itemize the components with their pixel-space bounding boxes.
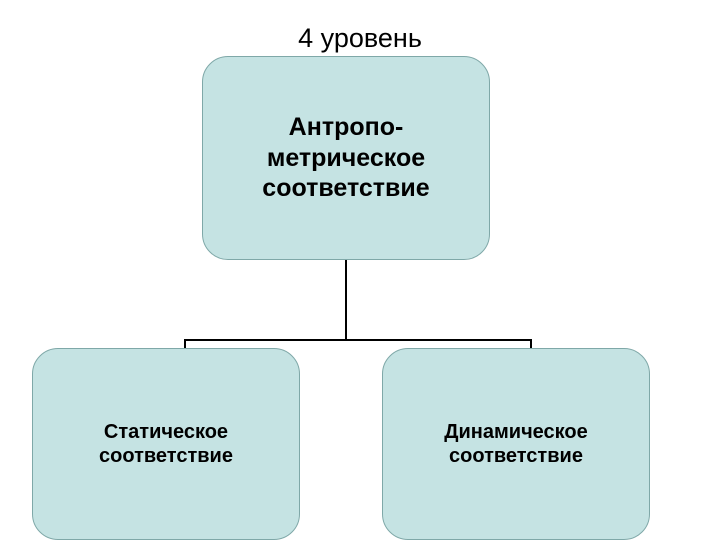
diagram-node-static[interactable]: Статическое соответствие xyxy=(32,348,300,540)
diagram-node-dynamic[interactable]: Динамическое соответствие xyxy=(382,348,650,540)
page-title: 4 уровень xyxy=(298,23,422,53)
connector-right-branch xyxy=(530,339,532,350)
connector-horizontal-bar xyxy=(184,339,532,341)
connector-left-branch xyxy=(184,339,186,350)
diagram-node-root[interactable]: Антропо- метрическое соответствие xyxy=(202,56,490,260)
connector-stem xyxy=(345,260,347,340)
diagram-node-dynamic-label: Динамическое соответствие xyxy=(444,420,588,467)
diagram-node-static-label: Статическое соответствие xyxy=(99,420,233,467)
diagram-node-root-label: Антропо- метрическое соответствие xyxy=(262,113,430,203)
